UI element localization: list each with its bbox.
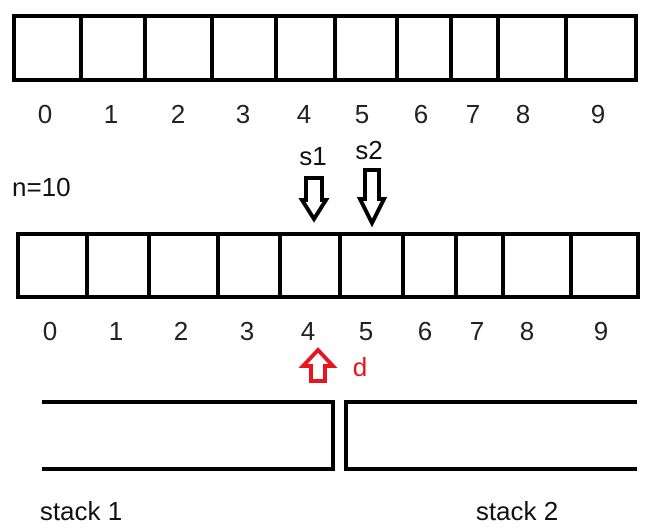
bottom-index-0: 0 bbox=[43, 316, 57, 346]
top-index-7: 7 bbox=[466, 99, 480, 129]
top-index-2: 2 bbox=[171, 99, 185, 129]
top-index-5: 5 bbox=[355, 99, 369, 129]
bottom-array bbox=[16, 232, 640, 299]
bottom-index-3: 3 bbox=[240, 316, 254, 346]
s1-label: s1 bbox=[299, 141, 326, 171]
stack-1-label: stack 1 bbox=[40, 496, 122, 526]
s1-down-arrow-icon bbox=[298, 176, 330, 223]
d-label: d bbox=[353, 352, 367, 382]
bottom-index-4: 4 bbox=[301, 316, 315, 346]
bottom-array-outline bbox=[16, 232, 640, 299]
top-array bbox=[12, 14, 638, 82]
top-index-4: 4 bbox=[297, 99, 311, 129]
stack-2-shape bbox=[344, 400, 637, 471]
top-array-indices: 0 1 2 3 4 5 6 7 8 9 bbox=[38, 99, 605, 129]
d-up-arrow-icon bbox=[298, 347, 338, 383]
stack-2-label: stack 2 bbox=[476, 496, 558, 526]
bottom-index-7: 7 bbox=[470, 316, 484, 346]
bottom-index-9: 9 bbox=[594, 316, 608, 346]
top-index-1: 1 bbox=[104, 99, 118, 129]
bottom-index-6: 6 bbox=[418, 316, 432, 346]
bottom-index-2: 2 bbox=[174, 316, 188, 346]
bottom-array-indices: 0 1 2 3 4 5 6 7 8 9 bbox=[43, 316, 608, 346]
top-index-0: 0 bbox=[38, 99, 52, 129]
top-index-9: 9 bbox=[591, 99, 605, 129]
stack-1-shape bbox=[42, 400, 335, 471]
top-index-6: 6 bbox=[414, 99, 428, 129]
bottom-index-1: 1 bbox=[109, 316, 123, 346]
top-index-8: 8 bbox=[516, 99, 530, 129]
s2-down-arrow-icon bbox=[356, 168, 388, 228]
bottom-index-8: 8 bbox=[520, 316, 534, 346]
bottom-index-5: 5 bbox=[359, 316, 373, 346]
top-array-outline bbox=[12, 14, 638, 82]
n-label: n=10 bbox=[12, 172, 71, 202]
s2-label: s2 bbox=[355, 135, 382, 165]
top-index-3: 3 bbox=[236, 99, 250, 129]
